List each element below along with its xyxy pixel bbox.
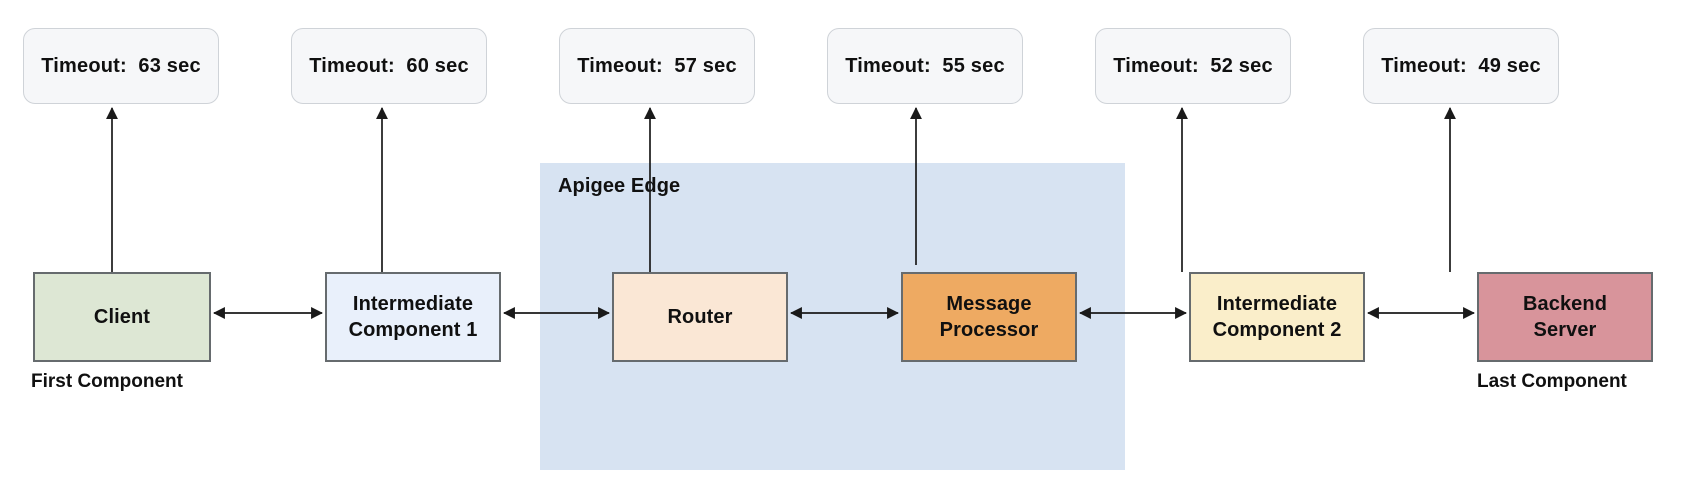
timeout-box-client: Timeout: 63 sec — [23, 28, 219, 104]
timeout-box-router: Timeout: 57 sec — [559, 28, 755, 104]
node-label-intermediate-component-2: Intermediate Component 2 — [1212, 292, 1342, 341]
apigee-edge-region-label: Apigee Edge — [558, 175, 681, 197]
timeout-label-intermediate-component-2: Timeout: 52 sec — [1113, 54, 1273, 77]
node-label-message-processor: Message Processor — [939, 292, 1039, 341]
node-router[interactable]: Router — [612, 272, 788, 362]
timeout-box-backend-server: Timeout: 49 sec — [1363, 28, 1559, 104]
node-label-intermediate-component-1: Intermediate Component 1 — [348, 292, 478, 341]
timeout-box-intermediate-component-2: Timeout: 52 sec — [1095, 28, 1291, 104]
timeout-label-intermediate-component-1: Timeout: 60 sec — [309, 54, 469, 77]
node-label-backend-server: Backend Server — [1522, 292, 1608, 341]
node-label-router: Router — [667, 305, 733, 328]
timeout-label-client: Timeout: 63 sec — [41, 54, 201, 77]
node-intermediate-component-2[interactable]: Intermediate Component 2 — [1189, 272, 1365, 362]
timeout-label-router: Timeout: 57 sec — [577, 54, 737, 77]
timeout-box-message-processor: Timeout: 55 sec — [827, 28, 1023, 104]
node-client[interactable]: Client — [33, 272, 211, 362]
node-backend-server[interactable]: Backend Server — [1477, 272, 1653, 362]
caption-first-component: First Component — [31, 371, 183, 392]
timeout-label-message-processor: Timeout: 55 sec — [845, 54, 1005, 77]
timeout-label-backend-server: Timeout: 49 sec — [1381, 54, 1541, 77]
caption-last-component: Last Component — [1477, 371, 1627, 392]
node-label-client: Client — [93, 305, 151, 328]
timeout-box-intermediate-component-1: Timeout: 60 sec — [291, 28, 487, 104]
node-message-processor[interactable]: Message Processor — [901, 272, 1077, 362]
node-intermediate-component-1[interactable]: Intermediate Component 1 — [325, 272, 501, 362]
